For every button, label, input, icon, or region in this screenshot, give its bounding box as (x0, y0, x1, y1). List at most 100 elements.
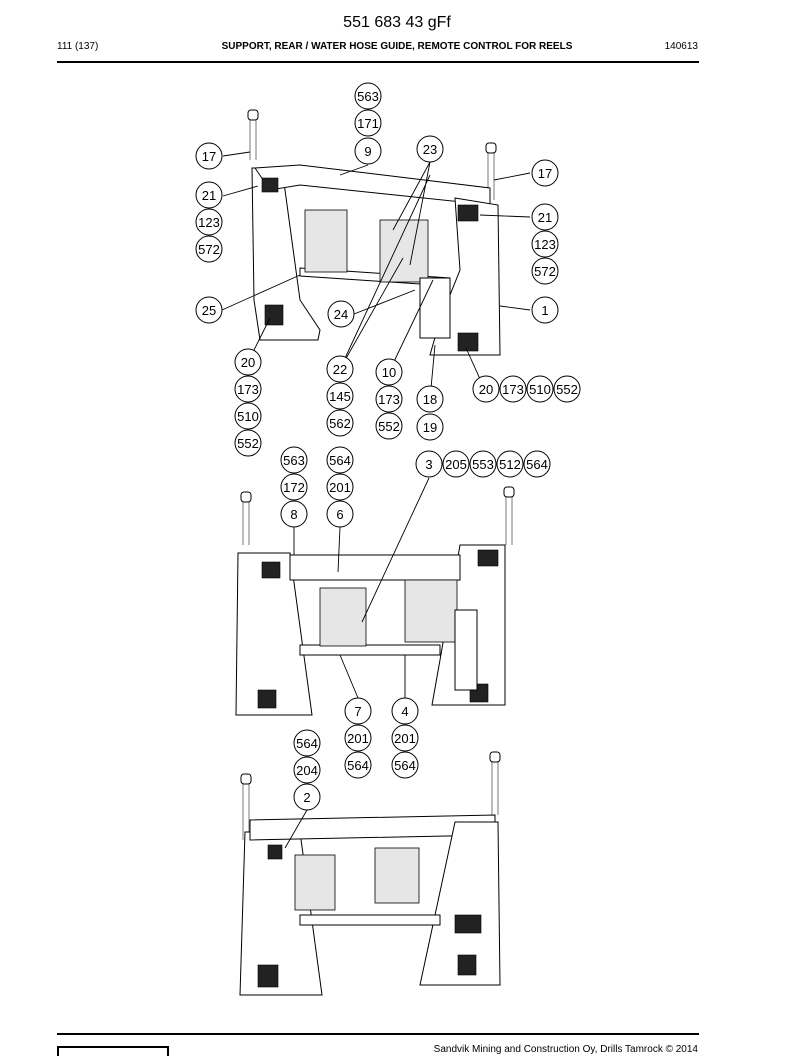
callout-20: 20 (472, 375, 500, 403)
reel-right-3 (374, 847, 420, 904)
callout-563: 563 (280, 446, 308, 474)
callout-201: 201 (344, 724, 372, 752)
callout-label: 564 (347, 758, 369, 773)
callout-label: 205 (445, 457, 467, 472)
callout-201: 201 (326, 473, 354, 501)
reel-left-3 (294, 854, 336, 911)
callout-label: 563 (283, 453, 305, 468)
callout-123: 123 (531, 230, 559, 258)
callout-label: 4 (401, 704, 408, 719)
callout-label: 20 (241, 355, 255, 370)
callout-label: 564 (329, 453, 351, 468)
callout-564: 564 (391, 751, 419, 779)
callout-17: 17 (195, 142, 223, 170)
support-leg-left (251, 167, 321, 341)
callout-label: 145 (329, 389, 351, 404)
callout-572: 572 (531, 257, 559, 285)
callout-label: 204 (296, 763, 318, 778)
callout-562: 562 (326, 409, 354, 437)
callout-173: 173 (375, 385, 403, 413)
reel-right-2 (404, 579, 458, 643)
callout-label: 24 (334, 307, 348, 322)
callout-2: 2 (293, 783, 321, 811)
callout-label: 510 (237, 409, 259, 424)
callout-label: 1 (541, 303, 548, 318)
callout-label: 8 (290, 507, 297, 522)
callout-label: 2 (303, 790, 310, 805)
callout-6: 6 (326, 500, 354, 528)
support-leg-right-3 (419, 821, 501, 986)
callout-552: 552 (234, 429, 262, 457)
callout-17: 17 (531, 159, 559, 187)
callout-22: 22 (326, 355, 354, 383)
handle-left (249, 118, 257, 160)
callout-553: 553 (469, 450, 497, 478)
callout-label: 553 (472, 457, 494, 472)
callout-25: 25 (195, 296, 223, 324)
callout-label: 19 (423, 420, 437, 435)
callout-label: 6 (336, 507, 343, 522)
callout-label: 572 (534, 264, 556, 279)
callout-145: 145 (326, 382, 354, 410)
callout-label: 562 (329, 416, 351, 431)
callout-564: 564 (344, 751, 372, 779)
callout-label: 25 (202, 303, 216, 318)
callout-label: 9 (364, 144, 371, 159)
callout-label: 173 (237, 382, 259, 397)
callout-label: 18 (423, 392, 437, 407)
callout-510: 510 (526, 375, 554, 403)
callout-564: 564 (523, 450, 551, 478)
diagram-view-1 (221, 109, 531, 400)
callout-512: 512 (496, 450, 524, 478)
callout-1: 1 (531, 296, 559, 324)
callout-18: 18 (416, 385, 444, 413)
diagram-view-2 (235, 477, 515, 716)
callout-label: 173 (502, 382, 524, 397)
callout-21: 21 (531, 203, 559, 231)
callout-4: 4 (391, 697, 419, 725)
callout-label: 7 (354, 704, 361, 719)
diagram-view-3 (239, 751, 501, 996)
support-leg-left-2 (235, 552, 313, 716)
callout-label: 564 (526, 457, 548, 472)
callout-label: 563 (357, 89, 379, 104)
callout-123: 123 (195, 208, 223, 236)
callout-label: 123 (534, 237, 556, 252)
footer-rule (57, 1033, 699, 1035)
callout-21: 21 (195, 181, 223, 209)
reel-left (304, 209, 348, 273)
callout-10: 10 (375, 358, 403, 386)
callout-label: 21 (538, 210, 552, 225)
callout-label: 201 (394, 731, 416, 746)
callout-label: 171 (357, 116, 379, 131)
callout-label: 510 (529, 382, 551, 397)
callout-label: 20 (479, 382, 493, 397)
callout-label: 17 (202, 149, 216, 164)
sandvik-logo (57, 1046, 169, 1056)
section-title: SUPPORT, REAR / WATER HOSE GUIDE, REMOTE… (221, 41, 573, 52)
callout-173: 173 (234, 375, 262, 403)
callout-171: 171 (354, 109, 382, 137)
callout-552: 552 (375, 412, 403, 440)
footer-copyright: Sandvik Mining and Construction Oy, Dril… (433, 1044, 698, 1055)
callout-label: 23 (423, 142, 437, 157)
callout-19: 19 (416, 413, 444, 441)
callout-564: 564 (326, 446, 354, 474)
callout-173: 173 (499, 375, 527, 403)
callout-552: 552 (553, 375, 581, 403)
document-title: 551 683 43 gFf (343, 14, 451, 31)
callout-172: 172 (280, 473, 308, 501)
callout-label: 17 (538, 166, 552, 181)
callout-7: 7 (344, 697, 372, 725)
callout-label: 572 (198, 242, 220, 257)
callout-label: 172 (283, 480, 305, 495)
callout-label: 552 (237, 436, 259, 451)
callout-label: 22 (333, 362, 347, 377)
callout-572: 572 (195, 235, 223, 263)
callout-204: 204 (293, 756, 321, 784)
header-rule (57, 61, 699, 63)
callout-label: 3 (425, 457, 432, 472)
callout-label: 21 (202, 188, 216, 203)
callout-201: 201 (391, 724, 419, 752)
